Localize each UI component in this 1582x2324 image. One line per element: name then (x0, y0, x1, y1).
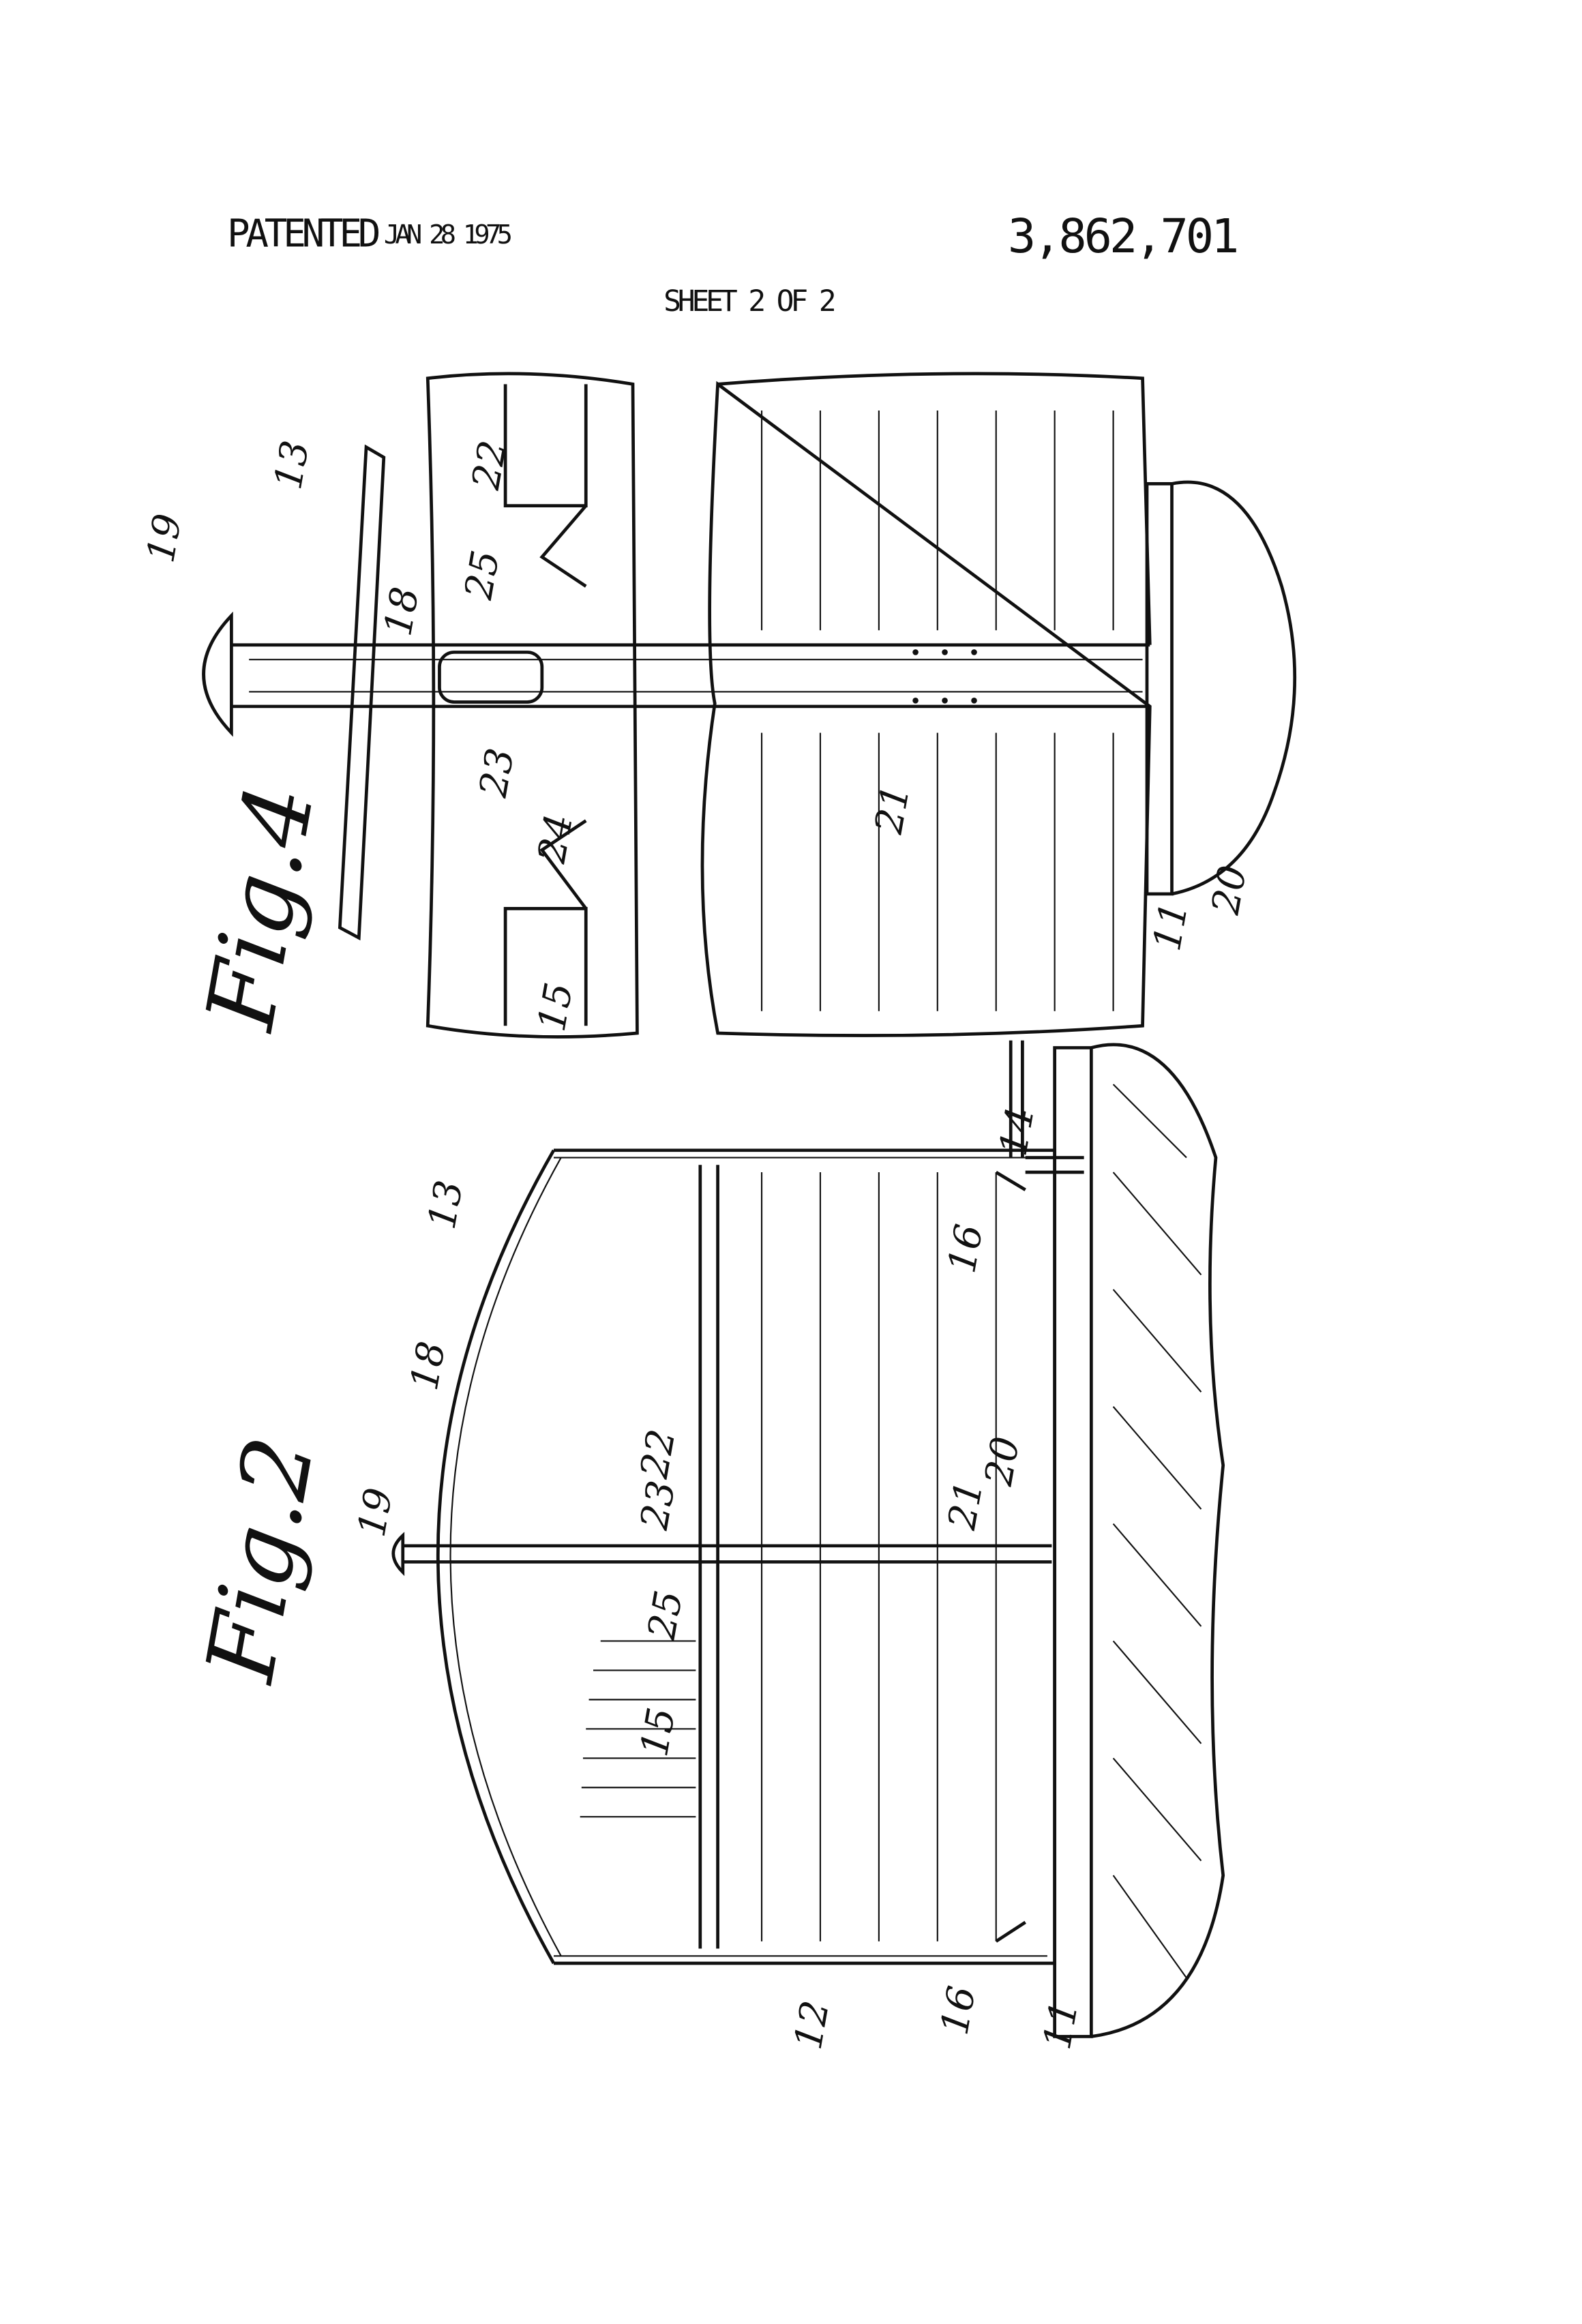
label: 19 (350, 1485, 402, 1540)
label: 16 (940, 1221, 991, 1277)
label: 20 (1204, 862, 1256, 918)
figure-4: Fig.4 19 13 18 25 22 23 24 15 2 (138, 374, 1294, 1039)
base-plate (1147, 483, 1172, 893)
label: 13 (266, 437, 318, 492)
label: 14 (991, 1104, 1043, 1159)
label: 19 (138, 511, 190, 566)
ground (1091, 1045, 1223, 2037)
label: 18 (402, 1338, 454, 1393)
label: 21 (867, 781, 919, 837)
ground (1172, 482, 1295, 894)
figure-2: Fig.2 19 18 13 23 22 25 21 (185, 1041, 1223, 2053)
label: 25 (640, 1588, 692, 1643)
fig2-title: Fig.2 (185, 1429, 335, 1691)
roof-section (340, 447, 383, 938)
ground-hatching (1114, 1084, 1202, 1978)
label: 16 (933, 1983, 985, 2038)
product (762, 1172, 996, 1941)
floating-roof (700, 1165, 718, 1948)
label: 13 (420, 1177, 472, 1232)
patent-date: JAN 28 1975 (384, 220, 513, 250)
pipe (231, 645, 1150, 706)
label: 22 (632, 1426, 685, 1482)
fig4-title: Fig.4 (185, 777, 335, 1039)
label: 23 (471, 745, 524, 801)
hatching (762, 411, 1114, 1011)
label: 12 (786, 1997, 838, 2053)
patent-number: 3,862,701 (1008, 209, 1239, 264)
vent-cap (204, 616, 232, 733)
label: 20 (976, 1433, 1029, 1489)
label: 15 (632, 1704, 684, 1759)
label: 15 (530, 979, 582, 1034)
perforations (912, 649, 977, 703)
label: 24 (530, 811, 582, 867)
label: 25 (456, 547, 509, 603)
label: 18 (376, 584, 428, 639)
label: 11 (1145, 899, 1197, 954)
label: 11 (1035, 1997, 1087, 2053)
support-leg (996, 1172, 1026, 1941)
vent-cap (393, 1536, 403, 1573)
pipe (403, 1546, 1052, 1562)
foundation (1055, 1047, 1092, 2036)
label: 23 (632, 1477, 685, 1533)
tank-roof (438, 1150, 554, 1963)
sheet-number: SHEET 2 OF 2 (663, 284, 836, 318)
label: 22 (464, 437, 516, 493)
product-section (702, 374, 1150, 1036)
label: 21 (940, 1477, 992, 1533)
patented-label: PATENTED (227, 211, 381, 256)
